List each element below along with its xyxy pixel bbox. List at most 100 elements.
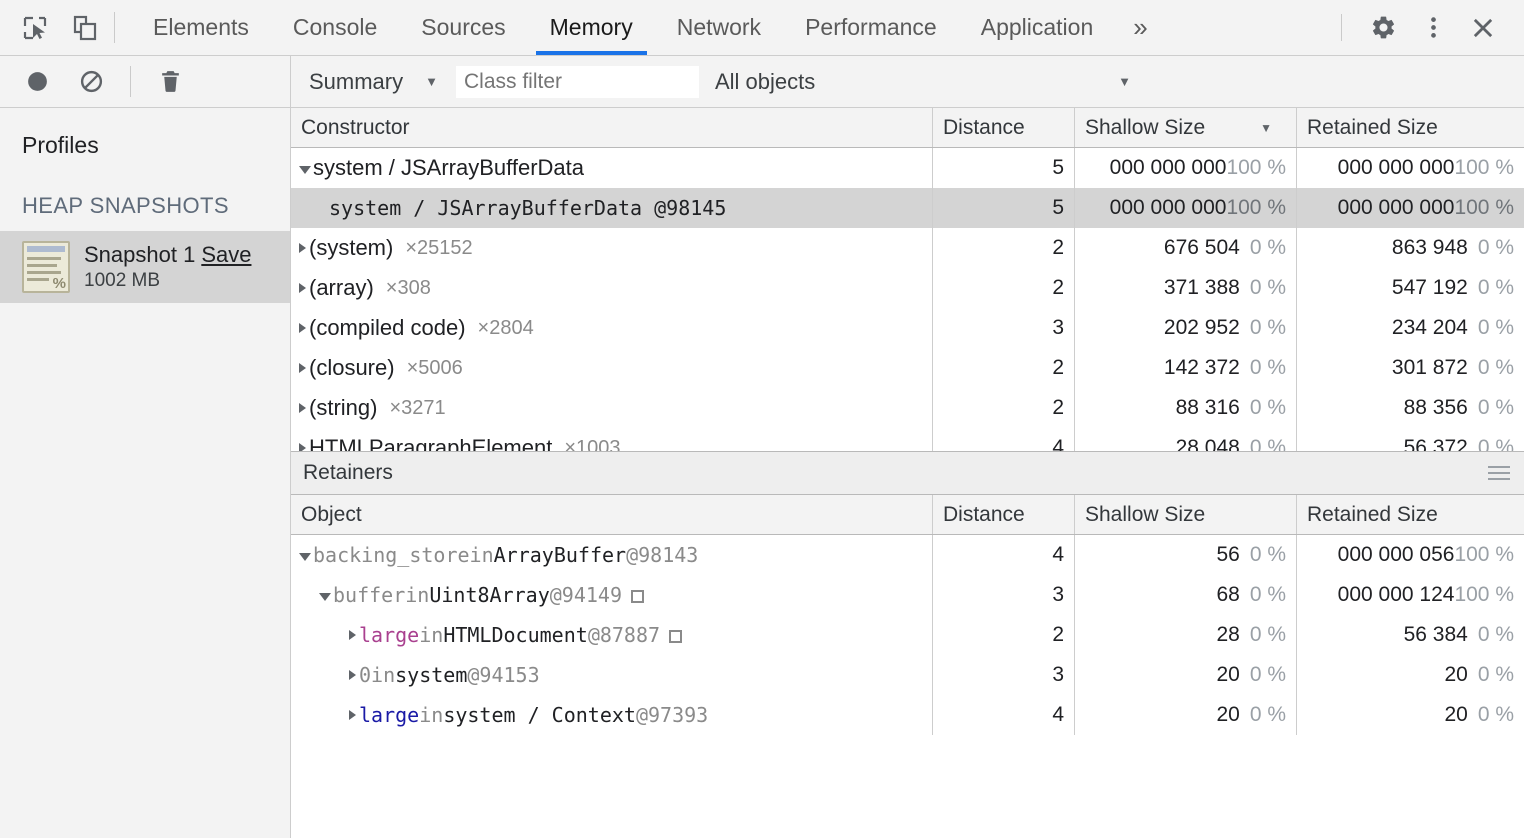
- heap-snapshot-icon: %: [22, 241, 70, 293]
- retainer-id: @94149: [549, 583, 623, 607]
- retainer-in-label: in: [405, 583, 430, 607]
- tab-sources[interactable]: Sources: [421, 14, 506, 40]
- shallow-value: 142 372: [1163, 356, 1240, 379]
- retained-value: 301 872: [1391, 356, 1468, 379]
- delete-icon[interactable]: [155, 67, 185, 97]
- table-row[interactable]: (array) ×308 2 371 388 0 % 547 192 0 %: [291, 268, 1524, 308]
- table-row[interactable]: system / JSArrayBufferData @98145 5 000 …: [291, 188, 1524, 228]
- tab-application[interactable]: Application: [980, 14, 1094, 40]
- shallow-percent: 0 %: [1249, 583, 1286, 606]
- list-item[interactable]: 0 in system @94153 3 20 0 % 20 0 %: [291, 655, 1524, 695]
- row-retained-cell: 301 872 0 %: [1297, 348, 1524, 388]
- expand-triangle-icon[interactable]: [299, 553, 311, 561]
- shallow-percent: 0 %: [1249, 316, 1286, 339]
- shallow-value: 88 316: [1175, 396, 1240, 419]
- tab-elements[interactable]: Elements: [153, 14, 249, 40]
- memory-toolbar: Summary ▼ All objects ▼: [0, 56, 1524, 108]
- snapshot-name: Snapshot 1: [84, 242, 196, 267]
- column-header-distance[interactable]: Distance: [933, 108, 1075, 147]
- record-icon[interactable]: [22, 67, 52, 97]
- expand-triangle-icon[interactable]: [299, 443, 306, 451]
- expand-triangle-icon[interactable]: [299, 323, 306, 333]
- view-select[interactable]: Summary ▼: [309, 69, 438, 95]
- shallow-percent: 0 %: [1249, 436, 1286, 451]
- retainer-shallow-cell: 28 0 %: [1075, 615, 1297, 655]
- tab-network[interactable]: Network: [676, 14, 762, 40]
- expand-triangle-icon[interactable]: [299, 166, 311, 174]
- retainers-panel-header[interactable]: Retainers: [291, 451, 1524, 495]
- expand-triangle-icon[interactable]: [299, 403, 306, 413]
- column-header-retained-size[interactable]: Retained Size: [1307, 115, 1438, 139]
- table-row[interactable]: (closure) ×5006 2 142 372 0 % 301 872 0 …: [291, 348, 1524, 388]
- retained-value: 863 948: [1391, 236, 1468, 259]
- expand-triangle-icon[interactable]: [349, 630, 356, 640]
- column-header-distance[interactable]: Distance: [933, 495, 1075, 534]
- distance-value: 2: [1052, 623, 1064, 646]
- instance-count: ×1003: [564, 436, 621, 452]
- list-item[interactable]: buffer in Uint8Array @94149 3 68 0 % 000…: [291, 575, 1524, 615]
- column-header-shallow-size-label: Shallow Size: [1085, 115, 1206, 139]
- row-name-cell: (string) ×3271: [291, 388, 933, 428]
- column-header-object[interactable]: Object: [291, 495, 933, 534]
- shallow-value: 20: [1216, 663, 1240, 686]
- constructor-name: (closure): [309, 355, 395, 380]
- tab-console[interactable]: Console: [292, 14, 378, 40]
- list-item[interactable]: large in system / Context @97393 4 20 0 …: [291, 695, 1524, 735]
- shallow-percent: 0 %: [1249, 236, 1286, 259]
- expand-triangle-icon[interactable]: [349, 670, 356, 680]
- list-item[interactable]: backing_store in ArrayBuffer @98143 4 56…: [291, 535, 1524, 575]
- retainer-shallow-cell: 68 0 %: [1075, 575, 1297, 615]
- table-row[interactable]: (string) ×3271 2 88 316 0 % 88 356 0 %: [291, 388, 1524, 428]
- retainer-name-cell: 0 in system @94153: [291, 655, 933, 695]
- list-item[interactable]: large in HTMLDocument @87887 2 28 0 % 56…: [291, 615, 1524, 655]
- retainer-name-cell: large in system / Context @97393: [291, 695, 933, 735]
- distance-value: 4: [1052, 436, 1064, 451]
- retainer-name-cell: buffer in Uint8Array @94149: [291, 575, 933, 615]
- snapshot-save-link[interactable]: Save: [201, 242, 252, 267]
- shallow-percent: 0 %: [1249, 396, 1286, 419]
- row-name-cell: system / JSArrayBufferData: [291, 148, 933, 188]
- expand-triangle-icon[interactable]: [349, 710, 356, 720]
- constructor-name: (system): [309, 235, 394, 260]
- retainer-id: @97393: [635, 703, 709, 727]
- table-row[interactable]: (system) ×25152 2 676 504 0 % 863 948 0 …: [291, 228, 1524, 268]
- class-filter-input[interactable]: [456, 65, 699, 98]
- objects-select[interactable]: All objects ▼: [715, 69, 1145, 95]
- more-options-icon[interactable]: [1410, 5, 1456, 51]
- column-header-retained-size[interactable]: Retained Size: [1307, 502, 1438, 526]
- constructors-grid-header: Constructor Distance Shallow Size ▼ Reta…: [291, 108, 1524, 148]
- snapshot-icon-badge: %: [52, 275, 66, 292]
- expand-triangle-icon[interactable]: [299, 243, 306, 253]
- clear-icon[interactable]: [76, 67, 106, 97]
- expand-triangle-icon[interactable]: [299, 283, 306, 293]
- retainer-object: Uint8Array: [429, 583, 550, 607]
- hamburger-menu-icon[interactable]: [1488, 466, 1510, 480]
- column-header-shallow-size[interactable]: Shallow Size ▼: [1075, 108, 1297, 147]
- table-row[interactable]: HTMLParagraphElement ×1003 4 28 048 0 % …: [291, 428, 1524, 451]
- column-header-shallow-size[interactable]: Shallow Size: [1075, 495, 1297, 534]
- expand-triangle-icon[interactable]: [299, 363, 306, 373]
- constructor-name: (array): [309, 275, 374, 300]
- tab-performance[interactable]: Performance: [805, 14, 937, 40]
- device-toolbar-icon[interactable]: [70, 13, 100, 43]
- tab-memory[interactable]: Memory: [528, 0, 655, 55]
- inspect-element-icon[interactable]: [20, 13, 50, 43]
- distance-value: 5: [1052, 156, 1064, 179]
- distance-value: 3: [1052, 663, 1064, 686]
- close-icon[interactable]: [1460, 5, 1506, 51]
- retainer-distance-cell: 4: [933, 695, 1075, 735]
- table-row[interactable]: (compiled code) ×2804 3 202 952 0 % 234 …: [291, 308, 1524, 348]
- constructors-rows: system / JSArrayBufferData 5 000 000 000…: [291, 148, 1524, 451]
- row-shallow-cell: 28 048 0 %: [1075, 428, 1297, 451]
- expand-triangle-icon[interactable]: [319, 593, 331, 601]
- shallow-value: 56: [1216, 543, 1240, 566]
- retainer-shallow-cell: 20 0 %: [1075, 655, 1297, 695]
- row-name-cell: (system) ×25152: [291, 228, 933, 268]
- settings-gear-icon[interactable]: [1360, 5, 1406, 51]
- more-tabs-icon[interactable]: »: [1133, 12, 1148, 42]
- instance-count: ×3271: [389, 396, 446, 419]
- table-row[interactable]: system / JSArrayBufferData 5 000 000 000…: [291, 148, 1524, 188]
- column-header-constructor[interactable]: Constructor: [291, 108, 933, 147]
- row-distance-cell: 2: [933, 228, 1075, 268]
